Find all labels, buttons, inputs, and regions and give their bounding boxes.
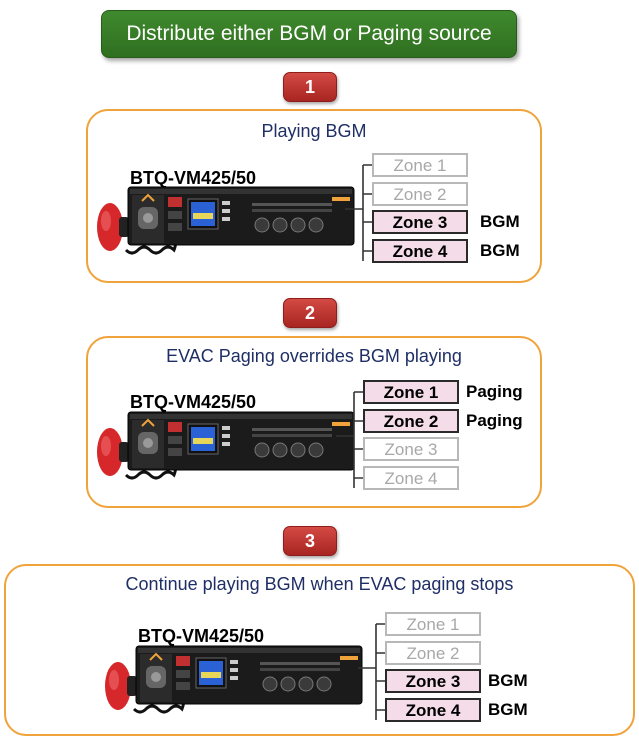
step-1-model-label: BTQ-VM425/50 — [130, 168, 257, 188]
step-3-model-label: BTQ-VM425/50 — [138, 626, 265, 646]
step-3-device-illustration — [103, 644, 364, 714]
step-2-model-label: BTQ-VM425/50 — [130, 392, 257, 412]
step-3-panel: Continue playing BGM when EVAC paging st… — [4, 564, 635, 736]
step-1-zone-4-tag: BGM — [480, 241, 520, 260]
step-1-title: Playing BGM — [261, 121, 367, 141]
step-3-zone-4: Zone 4 — [385, 698, 481, 722]
step-1-zone-4: Zone 4 — [372, 239, 468, 263]
step-1-device-illustration — [95, 185, 356, 255]
step-3-badge: 3 — [283, 526, 337, 556]
step-2-title: EVAC Paging overrides BGM playing — [166, 346, 462, 366]
step-3-zone-2: Zone 2 — [385, 641, 481, 665]
diagram-title: Distribute either BGM or Paging source — [101, 10, 517, 58]
step-3-title: Continue playing BGM when EVAC paging st… — [125, 574, 514, 594]
step-2-zone-1: Zone 1 — [363, 380, 459, 404]
step-1-zone-3-tag: BGM — [480, 212, 520, 231]
step-3-zone-3: Zone 3 — [385, 669, 481, 693]
step-2-device-illustration — [95, 410, 356, 480]
step-1-zone-1: Zone 1 — [372, 153, 468, 177]
step-3-zone-1: Zone 1 — [385, 612, 481, 636]
step-1-badge: 1 — [283, 72, 337, 102]
step-2-zone-2-tag: Paging — [466, 411, 523, 430]
step-2-zone-4: Zone 4 — [363, 466, 459, 490]
step-1-panel: Playing BGM BTQ-VM425/50 Zone 1 Zone 2 Z… — [86, 109, 542, 283]
step-1-zone-2: Zone 2 — [372, 182, 468, 206]
step-3-zone-4-tag: BGM — [488, 700, 528, 719]
step-2-badge: 2 — [283, 298, 337, 328]
step-2-zone-2: Zone 2 — [363, 409, 459, 433]
step-2-panel: EVAC Paging overrides BGM playing BTQ-VM… — [86, 336, 542, 508]
step-1-zone-3: Zone 3 — [372, 210, 468, 234]
step-2-zone-1-tag: Paging — [466, 382, 523, 401]
step-3-zone-3-tag: BGM — [488, 671, 528, 690]
step-2-zone-3: Zone 3 — [363, 437, 459, 461]
